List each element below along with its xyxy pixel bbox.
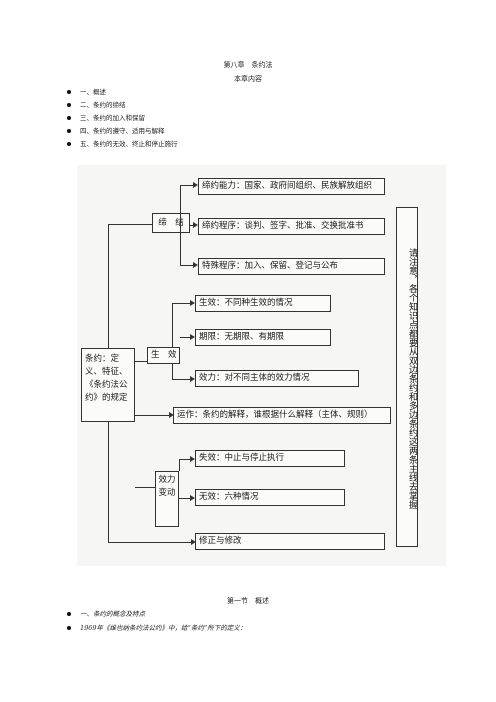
bullet-icon bbox=[67, 612, 71, 616]
connector bbox=[108, 224, 152, 225]
arrow-icon bbox=[193, 182, 198, 188]
toc-item: 二、条约的缔结 bbox=[67, 101, 126, 109]
amendment-box: 修正与修改 bbox=[195, 533, 385, 550]
toc-item-text: 四、条约的遵守、适用与解释 bbox=[80, 127, 165, 135]
section-item-text: 一、条约的概念及特点 bbox=[80, 610, 145, 618]
connector bbox=[190, 225, 195, 226]
conclude-box: 缔 结 bbox=[152, 213, 190, 233]
connector bbox=[172, 379, 192, 380]
change-box: 效力变动 bbox=[155, 471, 179, 527]
arrow-icon bbox=[191, 539, 196, 545]
connector bbox=[135, 361, 147, 362]
connector bbox=[108, 542, 193, 543]
connector bbox=[179, 498, 191, 499]
bullet-icon bbox=[67, 142, 71, 146]
bullet-icon bbox=[67, 116, 71, 120]
connector bbox=[135, 487, 155, 488]
toc-item-text: 二、条约的缔结 bbox=[80, 101, 126, 109]
connector bbox=[135, 415, 170, 416]
connector bbox=[172, 303, 173, 347]
arrow-icon bbox=[190, 376, 195, 382]
effective-box: 生效：不同种生效的情况 bbox=[195, 295, 331, 312]
treaty-law-diagram: 条约：定义、特征、《条约法公约》的规定 缔 结 缔约能力：国家、政府间组织、民族… bbox=[77, 165, 446, 566]
connector bbox=[108, 422, 109, 542]
invalidity-box: 无效：六种情况 bbox=[195, 489, 345, 506]
toc-item: 三、条约的加入和保留 bbox=[67, 114, 145, 122]
note-box: 请注意，各个知识点都要从双边条约和多边条约这两条主线去掌握 bbox=[396, 207, 418, 547]
bullet-icon bbox=[67, 103, 71, 107]
toc-item: 一、概述 bbox=[67, 88, 106, 96]
term-box: 期限：无期限、有期限 bbox=[195, 329, 331, 346]
bullet-icon bbox=[67, 626, 71, 630]
connector bbox=[179, 459, 191, 460]
arrow-icon bbox=[193, 222, 198, 228]
toc-item-text: 三、条约的加入和保留 bbox=[80, 114, 145, 122]
conclude-capacity-box: 缔约能力：国家、政府间组织、民族解放组织 bbox=[198, 178, 385, 195]
toc-item: 四、条约的遵守、适用与解释 bbox=[67, 127, 165, 135]
connector bbox=[179, 459, 180, 471]
bullet-icon bbox=[67, 90, 71, 94]
arrow-icon bbox=[190, 334, 195, 340]
connector bbox=[172, 364, 173, 379]
chapter-title: 第八章 条约法 bbox=[223, 61, 273, 69]
arrow-icon bbox=[169, 412, 174, 418]
contents-heading: 本章内容 bbox=[234, 75, 262, 83]
section-item-text: 1969年《维也纳条约法公约》中，给“条约”所下的定义： bbox=[80, 624, 247, 632]
bullet-icon bbox=[67, 129, 71, 133]
arrow-icon bbox=[190, 300, 195, 306]
arrow-icon bbox=[190, 495, 195, 501]
section-title: 第一节 概述 bbox=[227, 597, 269, 605]
toc-item-text: 一、概述 bbox=[80, 88, 106, 96]
section-item: 1969年《维也纳条约法公约》中，给“条约”所下的定义： bbox=[67, 624, 247, 632]
connector bbox=[180, 185, 181, 265]
connector bbox=[180, 185, 195, 186]
root-box: 条约：定义、特征、《条约法公约》的规定 bbox=[81, 348, 135, 422]
operation-box: 运作：条约的解释，谁根据什么解释（主体、规则） bbox=[173, 407, 391, 424]
effect-box: 生 效 bbox=[147, 347, 180, 364]
toc-item-text: 五、条约的无效、终止和停止施行 bbox=[80, 140, 178, 148]
arrow-icon bbox=[190, 456, 195, 462]
conclude-procedure-box: 缔约程序：谈判、签字、批准、交换批准书 bbox=[198, 218, 385, 235]
toc-item: 五、条约的无效、终止和停止施行 bbox=[67, 140, 178, 148]
connector bbox=[180, 337, 192, 338]
arrow-icon bbox=[193, 262, 198, 268]
connector bbox=[180, 265, 195, 266]
termination-box: 失效：中止与停止执行 bbox=[195, 450, 345, 467]
connector bbox=[108, 224, 109, 348]
section-item: 一、条约的概念及特点 bbox=[67, 610, 145, 618]
connector bbox=[172, 303, 192, 304]
validity-box: 效力：对不同主体的效力情况 bbox=[195, 370, 359, 387]
special-procedure-box: 特殊程序：加入、保留、登记与公布 bbox=[198, 258, 385, 275]
